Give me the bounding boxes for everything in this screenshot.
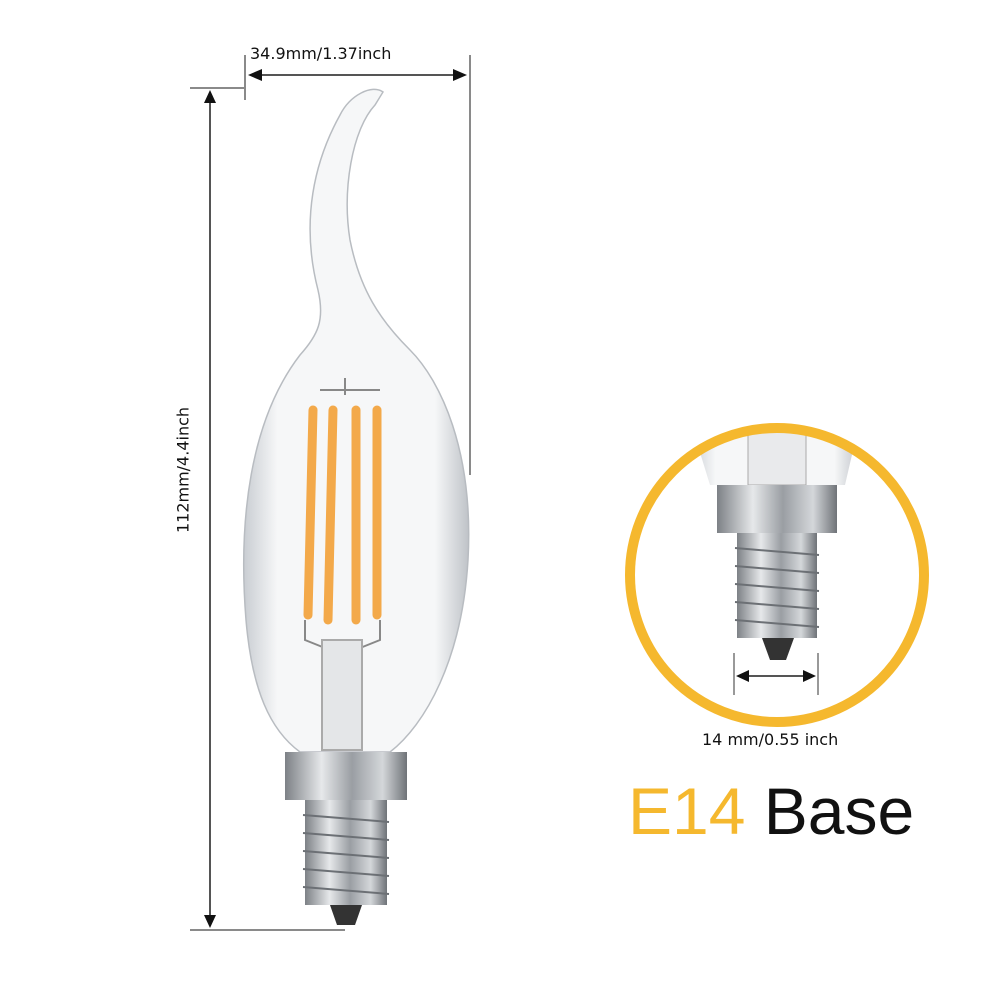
base-word: Base	[763, 774, 915, 848]
height-label: 112mm/4.4inch	[173, 406, 193, 534]
base-code: E14	[628, 774, 746, 848]
screw-thread	[305, 800, 387, 905]
filament-support	[304, 378, 381, 751]
filaments	[303, 405, 382, 625]
base-diameter-label: 14 mm/0.55 inch	[702, 730, 839, 749]
contact-tip	[330, 905, 362, 925]
arrowhead-bottom	[204, 915, 216, 928]
arrowhead-left	[248, 69, 262, 81]
base-type-title: E14 Base	[628, 778, 914, 844]
highlight-circle	[625, 423, 929, 727]
width-label: 34.9mm/1.37inch	[250, 44, 392, 63]
base-closeup	[625, 423, 929, 727]
arrowhead-right	[453, 69, 467, 81]
base-diameter-dimension	[733, 653, 819, 695]
candle-bulb	[242, 88, 470, 925]
width-dimension	[244, 55, 471, 475]
arrowhead-top	[204, 90, 216, 103]
height-dimension	[190, 87, 345, 931]
base-collar	[285, 752, 407, 800]
